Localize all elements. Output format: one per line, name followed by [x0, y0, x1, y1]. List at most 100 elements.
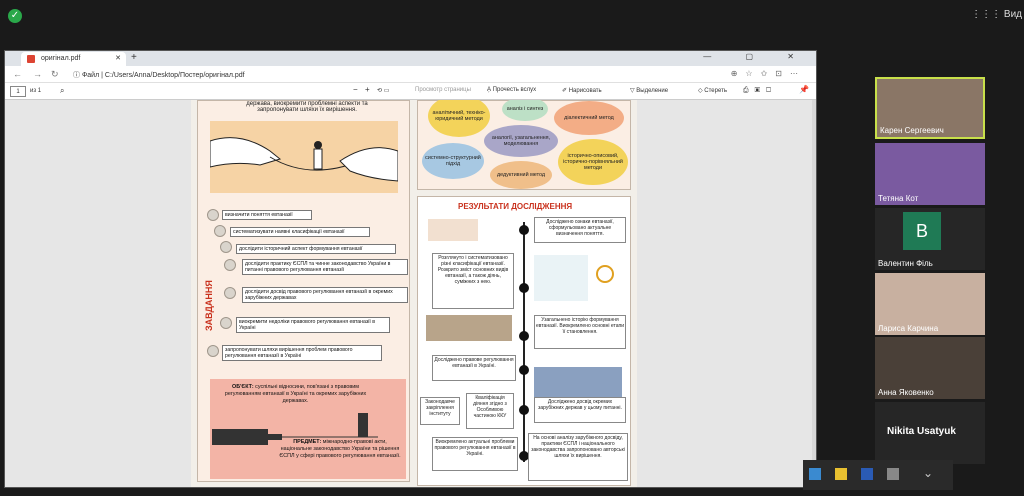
history-image	[426, 315, 512, 341]
participant-name: Лариса Карчина	[878, 324, 939, 333]
page-number-input[interactable]: 1	[10, 86, 26, 97]
chevron-down-icon[interactable]: ⌄	[923, 466, 934, 480]
new-tab-button[interactable]: +	[131, 52, 137, 63]
app-icon[interactable]	[809, 468, 821, 480]
object-text: ОБ'ЄКТ: суспільні відносини, пов'язані з…	[224, 384, 367, 404]
method-oval: аналіз і синтез	[502, 100, 548, 121]
task-item: систематизувати наявні класифікації евта…	[230, 227, 370, 237]
view-button[interactable]: ⋮⋮⋮ Вид	[971, 9, 1022, 20]
classification-image	[534, 255, 588, 301]
timeline-line	[523, 222, 525, 462]
intro-text: держава, виокремити проблемні аспекти та…	[246, 101, 368, 113]
task-icon	[220, 241, 232, 253]
app-icon[interactable]	[887, 468, 899, 480]
countries-image	[534, 367, 622, 397]
task-icon	[220, 317, 232, 329]
participant-tile[interactable]: Анна Яковенко	[875, 337, 985, 399]
task-icon	[224, 287, 236, 299]
task-item: виокремити недоліки правового регулюванн…	[236, 317, 390, 333]
method-oval: аналогії, узагальнення, моделювання	[484, 125, 558, 157]
highlight-button[interactable]: ▽ Выделение	[630, 88, 669, 94]
search-icon[interactable]: ⌕	[60, 86, 65, 95]
result-box: Досліджено правове регулювання евтаназії…	[432, 355, 516, 381]
timeline-dot	[519, 451, 529, 461]
participant-name: Валентин Філь	[878, 259, 933, 268]
zoom-out-button[interactable]: −	[353, 85, 358, 94]
browser-window: оригінал.pdf ✕ + — ▢ ✕ ← → ↻ ⓘ Файл | C:…	[4, 50, 817, 488]
timeline-dot	[519, 365, 529, 375]
close-icon[interactable]: ✕	[115, 55, 121, 62]
method-oval: діалектичний метод	[554, 101, 624, 135]
task-icon	[207, 209, 219, 221]
timeline-dot	[519, 405, 529, 415]
magnifier-icon	[596, 265, 614, 283]
address-bar: ← → ↻ ⓘ Файл | C:/Users/Anna/Desktop/Пос…	[5, 66, 816, 83]
browser-tab[interactable]: оригінал.pdf ✕	[21, 52, 126, 66]
url-field[interactable]: ⓘ Файл | C:/Users/Anna/Desktop/Постер/ор…	[73, 72, 245, 79]
result-box: Досліджено досвід окремих зарубіжних дер…	[534, 397, 626, 423]
back-icon[interactable]: ←	[13, 69, 22, 79]
pdf-toolbar: 1 из 1 ⌕ − + ⟲ ▭ Просмотр страницы A᷊ Пр…	[5, 83, 816, 100]
pdf-page: держава, виокремити проблемні аспекти та…	[191, 100, 637, 487]
timeline-dot	[519, 225, 529, 235]
scrollbar[interactable]	[812, 100, 816, 487]
result-box: Узагальнено історію формування евтаназії…	[534, 315, 626, 349]
window-controls[interactable]: — ▢ ✕	[703, 52, 810, 61]
task-item: визначити поняття евтаназії	[222, 210, 312, 220]
method-oval: аналітичний, техніко-юридичний методи	[428, 100, 490, 137]
pdf-tool-icons[interactable]: ⎙▣▢	[743, 87, 778, 94]
methods-section: аналітичний, техніко-юридичний методи ан…	[417, 100, 631, 190]
subject-text: ПРЕДМЕТ: міжнародно-правові акти, націон…	[279, 439, 401, 459]
pin-icon[interactable]: 📌	[799, 85, 809, 94]
shield-icon[interactable]: ✓	[8, 9, 22, 23]
page-view-button[interactable]: Просмотр страницы	[415, 87, 471, 93]
participant-name: Карен Сергеевич	[880, 126, 944, 135]
app-icon[interactable]	[835, 468, 847, 480]
syringe-image	[428, 219, 478, 241]
address-bar-icons[interactable]: ⊕☆✩⊡⋯	[730, 69, 806, 78]
object-subject-box: ОБ'ЄКТ: суспільні відносини, пов'язані з…	[210, 379, 406, 479]
result-box: Розглянуто і систематизовано різні класи…	[432, 253, 514, 309]
forward-icon[interactable]: →	[33, 69, 42, 79]
method-oval: дедуктивний метод	[490, 161, 552, 189]
result-box: Досліджено ознаки евтаназії, сформульова…	[534, 217, 626, 243]
poster-left-column: держава, виокремити проблемні аспекти та…	[197, 100, 410, 482]
participant-tile[interactable]: Лариса Карчина	[875, 273, 985, 335]
tab-title: оригінал.pdf	[41, 55, 81, 62]
zoom-in-button[interactable]: +	[365, 85, 370, 94]
task-icon	[207, 345, 219, 357]
participant-tile[interactable]: Тетяна Кот	[875, 143, 985, 205]
rotate-icon[interactable]: ⟲ ▭	[377, 88, 390, 94]
task-icon	[224, 259, 236, 271]
refresh-icon[interactable]: ↻	[51, 69, 59, 79]
method-oval: історично-описовий, історично-порівняльн…	[558, 139, 628, 185]
page-total: из 1	[30, 88, 42, 94]
erase-button[interactable]: ◇ Стереть	[698, 88, 727, 94]
participant-name: Тетяна Кот	[878, 194, 919, 203]
timeline-dot	[519, 331, 529, 341]
participant-tile[interactable]: B Валентин Філь	[875, 208, 985, 270]
avatar: B	[903, 212, 941, 250]
syringe-illustration	[212, 413, 378, 445]
method-oval: системно-структурний підхід	[422, 143, 484, 179]
word-icon[interactable]	[861, 468, 873, 480]
participant-name: Nikita Usatyuk	[887, 426, 956, 437]
meeting-topbar: ✓ ⋮⋮⋮ Вид	[0, 0, 1024, 34]
participant-name: Анна Яковенко	[878, 388, 934, 397]
result-box: Кваліфікація діяння згідно з Особливою ч…	[466, 393, 514, 429]
participant-tile[interactable]: Nikita Usatyuk	[875, 402, 985, 464]
read-aloud-button[interactable]: A᷊ Прочесть вслух	[487, 87, 537, 93]
task-item: запропонувати шляхи вирішення проблем пр…	[222, 345, 382, 361]
task-icon	[214, 225, 226, 237]
participant-tile[interactable]: Карен Сергеевич	[875, 77, 985, 139]
timeline-dot	[519, 283, 529, 293]
draw-button[interactable]: ✐ Нарисовать	[562, 88, 602, 94]
task-item: дослідити практику ЄСПЛ та чинне законод…	[242, 259, 408, 275]
result-box: Виокремлено актуальні проблеми правового…	[432, 437, 518, 471]
results-section: РЕЗУЛЬТАТИ ДОСЛІДЖЕННЯ Досліджено ознаки…	[417, 196, 631, 486]
pdf-icon	[27, 55, 35, 63]
result-box: На основі аналізу зарубіжного досвіду, п…	[528, 433, 628, 481]
tab-strip: оригінал.pdf ✕ + — ▢ ✕	[5, 51, 816, 66]
hands-illustration	[209, 121, 399, 193]
taskbar-tray: ⌄	[803, 460, 953, 490]
